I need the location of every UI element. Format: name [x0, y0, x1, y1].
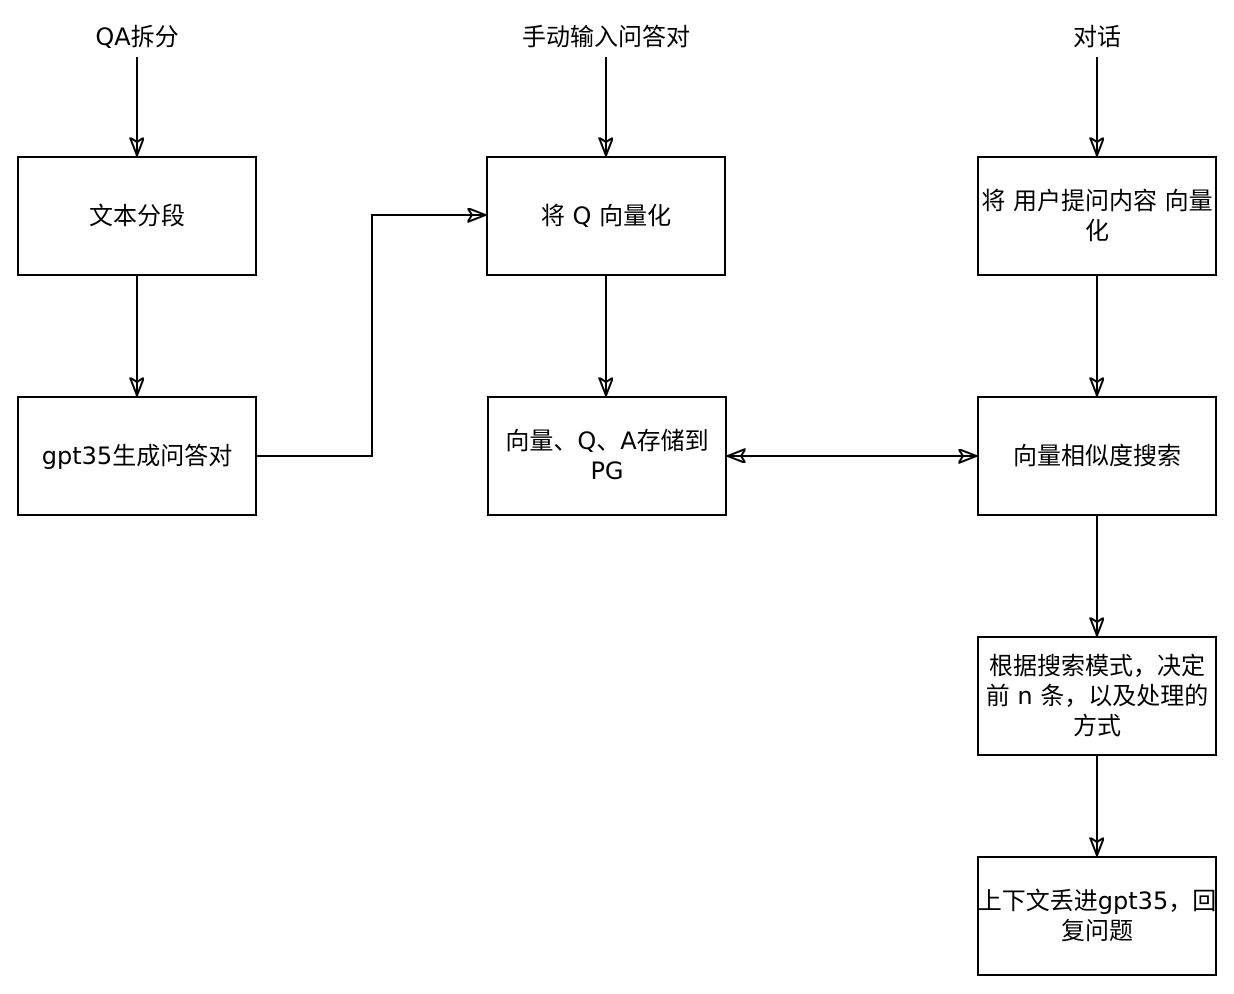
node-text-line: 化	[1085, 217, 1109, 245]
node-gpt35-reply: 上下文丢进gpt35，回 复问题	[977, 856, 1217, 976]
node-text-line: 方式	[1073, 712, 1121, 740]
node-text-line: 根据搜索模式，决定	[989, 652, 1205, 680]
node-search-mode-decision: 根据搜索模式，决定 前 n 条，以及处理的 方式	[977, 636, 1217, 756]
node-text-line: 复问题	[1061, 917, 1133, 945]
node-vector-similarity-search: 向量相似度搜索	[977, 396, 1217, 516]
label-qa-split: QA拆分	[95, 23, 179, 51]
node-text-line: 上下文丢进gpt35，回	[977, 887, 1217, 915]
node-store-to-pg: 向量、Q、A存储到 PG	[487, 396, 727, 516]
node-text-line: 向量、Q、A存储到	[505, 427, 709, 455]
node-vectorize-user-question: 将 用户提问内容 向量 化	[977, 156, 1217, 276]
node-text-line: 向量相似度搜索	[1013, 442, 1181, 470]
node-text-segment: 文本分段	[17, 156, 257, 276]
label-manual-qa-input: 手动输入问答对	[522, 23, 690, 51]
node-text-line: 将 用户提问内容 向量	[981, 187, 1213, 215]
node-text-line: 前 n 条，以及处理的	[985, 682, 1209, 710]
node-text-line: 将 Q 向量化	[540, 202, 672, 230]
node-text-line: 文本分段	[89, 202, 185, 230]
node-gpt35-generate-qa: gpt35生成问答对	[17, 396, 257, 516]
node-text-line: gpt35生成问答对	[41, 442, 233, 470]
node-text-line: PG	[590, 457, 624, 485]
label-dialog: 对话	[1073, 23, 1121, 51]
node-vectorize-q: 将 Q 向量化	[486, 156, 726, 276]
edge-gpt35-generate-qa-to-vectorize-q	[257, 215, 485, 457]
